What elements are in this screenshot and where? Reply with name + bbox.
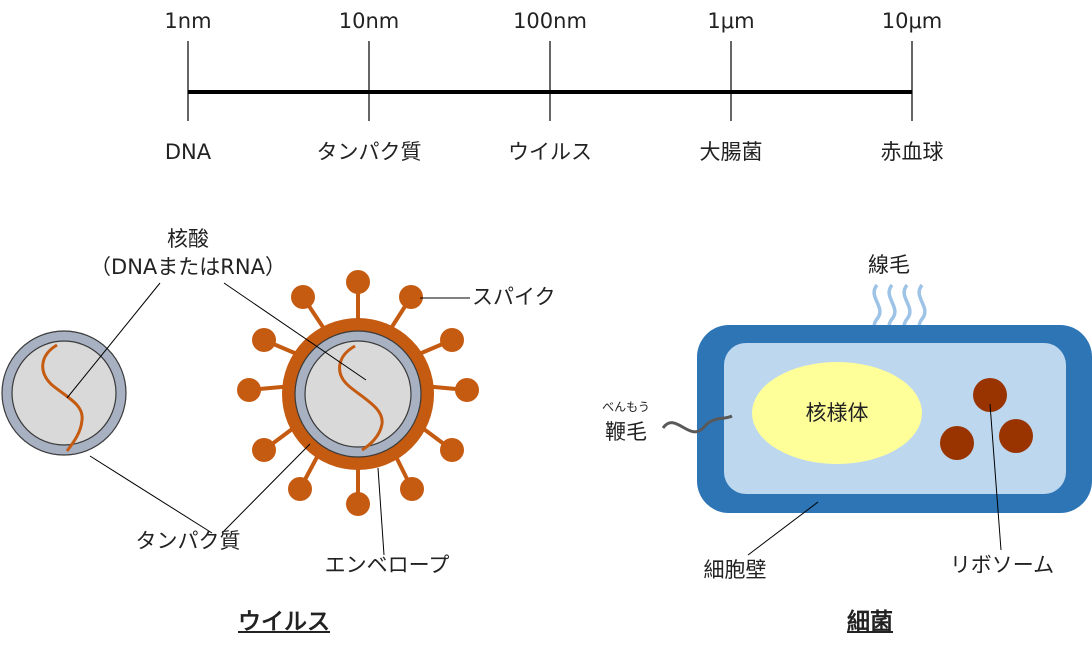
flagellum-ruby: べんもう bbox=[602, 400, 650, 414]
virus-leader-lines bbox=[66, 282, 470, 556]
nucleic-acid-label: 核酸 bbox=[167, 227, 209, 251]
naked-virus bbox=[1, 330, 127, 456]
virus-title: ウイルス bbox=[238, 609, 330, 635]
ribosome bbox=[973, 378, 1007, 412]
spike-head bbox=[400, 477, 424, 501]
protein-label: タンパク質 bbox=[135, 529, 241, 553]
bacterium bbox=[661, 283, 1092, 556]
nucleic-acid-sublabel: （DNAまたはRNA） bbox=[90, 255, 286, 279]
scale-tick-label-100nm: 100nm bbox=[513, 9, 587, 33]
scale-tick-label-10nm: 10nm bbox=[338, 9, 400, 33]
spike-head bbox=[252, 328, 276, 352]
spike-heads bbox=[237, 270, 479, 516]
leader-nucleic-acid-right bbox=[223, 282, 367, 381]
ribosome bbox=[940, 426, 974, 460]
spike-head bbox=[346, 492, 370, 516]
cell-wall-label: 細胞壁 bbox=[703, 558, 767, 582]
leader-protein-right bbox=[221, 443, 311, 534]
spike-head bbox=[399, 285, 423, 309]
nucleoid-label: 核様体 bbox=[805, 401, 869, 425]
enveloped-virus-nucleic-acid bbox=[338, 344, 384, 452]
flagellum bbox=[661, 414, 733, 434]
leader-cell-wall bbox=[747, 501, 819, 556]
leader-nucleic-acid-left bbox=[66, 282, 161, 399]
spike-head bbox=[346, 270, 370, 294]
leader-protein-left bbox=[89, 455, 213, 534]
spike-head bbox=[440, 328, 464, 352]
flagellum-label: 鞭毛 bbox=[605, 420, 647, 444]
spike-head bbox=[237, 378, 261, 402]
spike-head bbox=[291, 285, 315, 309]
ribosome-label: リボソーム bbox=[949, 553, 1055, 577]
spike-label: スパイク bbox=[472, 285, 556, 309]
enveloped-virus bbox=[237, 270, 479, 516]
spike-head bbox=[252, 438, 276, 462]
naked-virus-nucleic-acid bbox=[41, 343, 84, 452]
nucleoid bbox=[752, 362, 922, 464]
scale-tick-label-10um: 10μm bbox=[881, 9, 943, 33]
bacteria-title: 細菌 bbox=[847, 609, 893, 635]
pili-label: 線毛 bbox=[868, 253, 910, 277]
scale-example-rbc: 赤血球 bbox=[880, 140, 944, 164]
ribosome bbox=[999, 419, 1033, 453]
leader-envelope bbox=[377, 467, 385, 556]
scale-example-protein: タンパク質 bbox=[316, 140, 422, 164]
spike-head bbox=[455, 378, 479, 402]
size-scale bbox=[187, 41, 913, 121]
spike-head bbox=[440, 438, 464, 462]
scale-example-dna: DNA bbox=[164, 140, 212, 164]
spike-head bbox=[288, 477, 312, 501]
scale-tick-label-1um: 1μm bbox=[707, 9, 755, 33]
scale-example-virus: ウイルス bbox=[508, 140, 592, 164]
scale-tick-label-1nm: 1nm bbox=[164, 9, 212, 33]
envelope-label: エンベロープ bbox=[324, 553, 450, 577]
scale-example-ecoli: 大腸菌 bbox=[699, 140, 763, 164]
leader-ribosome bbox=[989, 403, 1002, 551]
